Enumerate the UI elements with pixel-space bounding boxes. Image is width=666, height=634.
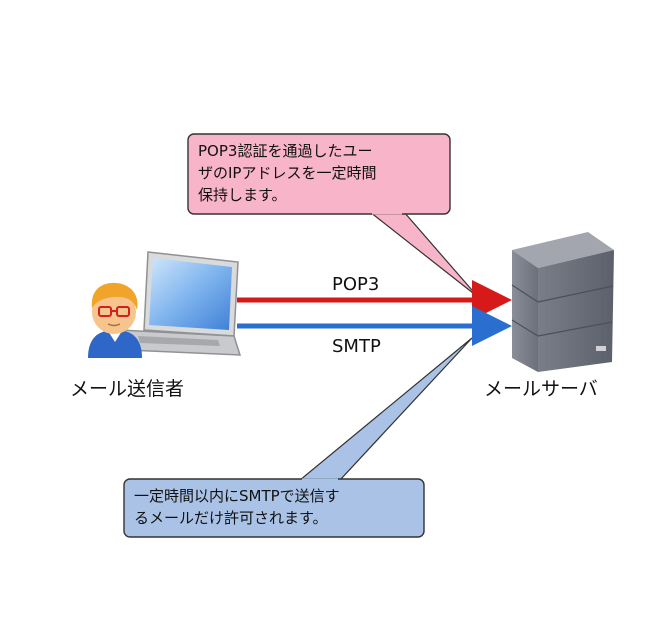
pop3-label: POP3: [332, 274, 380, 295]
top-callout-text: POP3認証を通過したユー ザのIPアドレスを一定時間 保持します。: [198, 142, 377, 204]
server-label: メールサーバ: [484, 378, 598, 400]
person-icon: [88, 282, 142, 358]
bottom-callout: [123, 337, 473, 538]
bottom-callout-text: 一定時間以内にSMTPで送信す るメールだけ許可されます。: [134, 487, 340, 527]
sender-label: メール送信者: [70, 378, 185, 400]
top-callout: [187, 133, 479, 298]
server-icon: [511, 232, 614, 372]
smtp-label: SMTP: [332, 336, 381, 357]
laptop-icon: [118, 251, 242, 356]
